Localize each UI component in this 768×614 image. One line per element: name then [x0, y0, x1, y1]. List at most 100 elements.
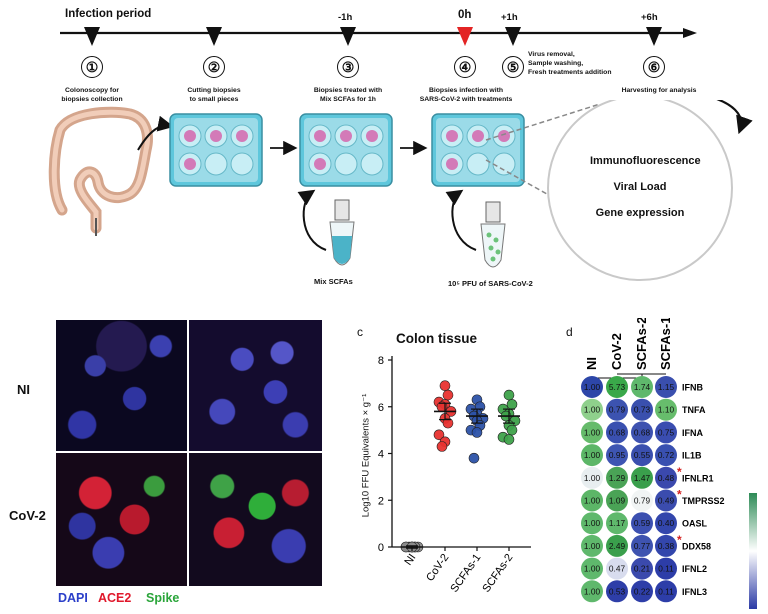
cell-value: 0.79 — [609, 405, 626, 415]
time-label: 0h — [458, 9, 472, 21]
time-label: +1h — [501, 12, 518, 23]
cell-value: 1.09 — [609, 496, 626, 506]
cell-value: 1.00 — [584, 473, 601, 483]
data-point — [433, 429, 445, 441]
heatmap-cell — [655, 421, 677, 444]
cell-value: 1.74 — [634, 382, 651, 392]
heatmap-cell — [606, 376, 628, 398]
heatmap-cell — [655, 489, 677, 512]
cell-value: 1.29 — [609, 473, 626, 483]
significance-star: * — [677, 533, 682, 547]
cell-value: 1.17 — [609, 518, 626, 528]
arrow — [716, 100, 753, 135]
heatmap-cell — [606, 466, 628, 489]
heatmap-cell — [631, 580, 653, 603]
x-tick-label: NI — [402, 552, 418, 568]
heatmap-cell — [581, 398, 603, 421]
heatmap-cell — [655, 534, 677, 557]
arrow — [297, 189, 327, 251]
cell-value: 0.21 — [634, 564, 651, 574]
y-tick-label: 6 — [378, 402, 384, 414]
analysis-circle — [547, 100, 733, 281]
heatmap-cell — [606, 489, 628, 512]
cell-value: 1.15 — [658, 382, 675, 392]
step-number: ② — [203, 56, 225, 78]
arrow — [445, 189, 477, 251]
heatmap-cell — [581, 580, 603, 603]
timepoint-marker — [340, 27, 356, 46]
heatmap-cell — [631, 512, 653, 535]
cell-value: 0.68 — [609, 427, 626, 437]
data-point — [503, 389, 515, 401]
cell-value: 1.00 — [584, 450, 601, 460]
micrograph-cov2-1 — [56, 453, 187, 586]
heatmap-cell — [631, 557, 653, 580]
cell-value: 1.47 — [634, 473, 651, 483]
y-tick-label: 8 — [378, 355, 384, 367]
cell-value: 1.00 — [584, 427, 601, 437]
well-plate — [299, 113, 393, 187]
heatmap-cell — [655, 512, 677, 535]
heatmap-cell — [655, 466, 677, 489]
tube-label: 10⁵ PFU of SARS-CoV-2 — [448, 279, 533, 288]
data-point — [506, 424, 518, 436]
data-point — [439, 380, 451, 392]
cell-value: 0.40 — [658, 518, 675, 528]
cell-value: 1.00 — [584, 405, 601, 415]
column-label: SCFAs-1 — [658, 318, 673, 370]
heatmap-cell — [581, 421, 603, 444]
timeline-title: Infection period — [65, 8, 152, 20]
heatmap-cell — [631, 444, 653, 467]
cell-value: 0.77 — [634, 541, 651, 551]
virus-tube — [480, 201, 506, 268]
x-tick-label: SCFAs-1 — [448, 552, 483, 595]
cell-value: 0.59 — [634, 518, 651, 528]
heatmap-cell — [631, 376, 653, 398]
data-point — [468, 452, 480, 464]
tube-label: Mix SCFAs — [314, 277, 353, 286]
x-tick-label: CoV-2 — [424, 552, 451, 584]
gene-label: TMPRSS2 — [682, 496, 725, 506]
heatmap-cell — [655, 376, 677, 398]
cell-value: 0.22 — [634, 586, 651, 596]
cell-value: 1.00 — [584, 586, 601, 596]
cell-value: 0.72 — [658, 450, 675, 460]
heatmap-cell — [655, 557, 677, 580]
gene-label: IFNA — [682, 428, 703, 438]
timeline-axis — [60, 27, 697, 46]
heatmap-cell — [631, 421, 653, 444]
cell-value: 0.73 — [634, 405, 651, 415]
column-label: NI — [584, 357, 599, 370]
analysis-item: Gene expression — [595, 207, 685, 219]
y-tick-label: 0 — [378, 542, 384, 554]
workflow-illustration — [48, 100, 753, 281]
micrograph-ni-1 — [56, 320, 187, 451]
cell-value: 1.10 — [658, 405, 675, 415]
heatmap-cell — [606, 580, 628, 603]
step-caption: Harvesting for analysis — [621, 87, 697, 94]
cell-value: 0.95 — [609, 450, 626, 460]
cell-value: 0.55 — [634, 450, 651, 460]
timepoint-marker — [206, 27, 222, 46]
timepoint-marker — [646, 27, 662, 46]
step-caption: Virus removal,Sample washing,Fresh treat… — [528, 51, 612, 76]
cell-value: 0.48 — [658, 473, 675, 483]
column-label: CoV-2 — [609, 333, 624, 370]
heatmap-cell — [606, 557, 628, 580]
row-label: CoV-2 — [9, 508, 46, 523]
cell-value: 0.75 — [658, 427, 675, 437]
significance-star: * — [677, 465, 682, 479]
step-number: ⑤ — [502, 56, 524, 78]
heatmap-cell — [581, 534, 603, 557]
colorbar — [749, 493, 757, 609]
cell-value: 1.00 — [584, 564, 601, 574]
cell-value: 0.68 — [634, 427, 651, 437]
cell-value: 2.49 — [609, 541, 626, 551]
micrograph-ni-2 — [189, 320, 322, 451]
cell-value: 0.47 — [609, 564, 626, 574]
time-label: +6h — [641, 12, 658, 23]
heatmap-cell — [631, 398, 653, 421]
